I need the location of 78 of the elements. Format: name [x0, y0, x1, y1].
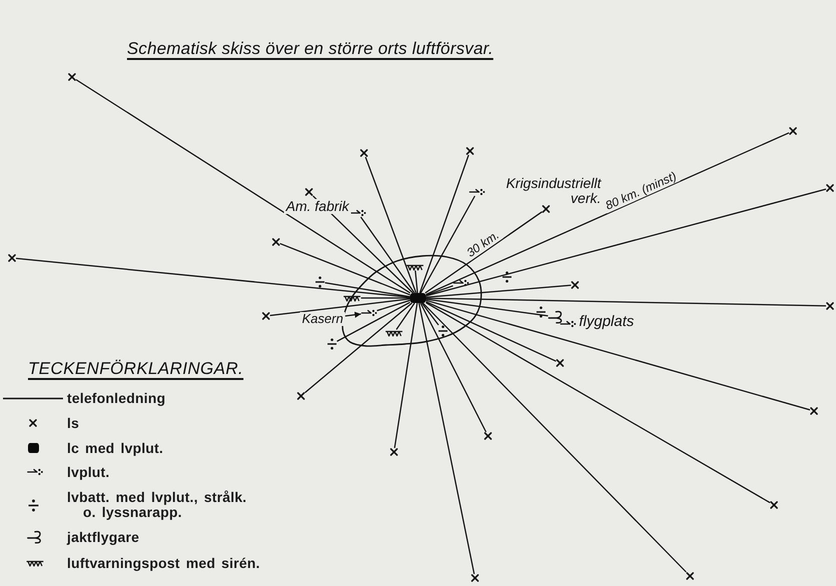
connector-line [418, 302, 475, 574]
connector-line [376, 300, 410, 312]
connector-line [426, 298, 826, 307]
connector-line [364, 156, 417, 294]
cross-icon [826, 302, 834, 310]
connector-line [414, 270, 418, 294]
connector-line [76, 79, 411, 294]
legend-text: lvbatt. med lvplut., strålk. o. lyssnarapp. [67, 490, 248, 520]
connector-line [426, 301, 556, 362]
hook-icon [548, 310, 564, 324]
place-label: Kasern [300, 312, 346, 326]
title: Schematisk skiss över en större orts luftförsvar. [127, 39, 494, 59]
dash-dots-icon [453, 279, 469, 287]
connector-line [426, 285, 454, 296]
connector-line [426, 284, 572, 298]
cross-icon [789, 127, 797, 135]
cross-icon [68, 73, 76, 81]
cross-icon [484, 432, 492, 440]
zigzag-icon [385, 330, 403, 336]
connector-line [422, 302, 687, 572]
connector-line [280, 243, 410, 296]
cross-icon [466, 147, 474, 155]
division-sign-icon [536, 306, 546, 318]
zigzag-icon [343, 294, 361, 302]
connector-line [424, 211, 542, 294]
arrow [345, 312, 362, 318]
division-sign-icon [438, 325, 448, 337]
legend-text: ls [67, 414, 80, 432]
connector-line [426, 188, 826, 296]
connector-line [420, 196, 476, 294]
cross-icon [770, 501, 778, 509]
division-sign-icon [315, 276, 325, 288]
zigzag-icon [406, 264, 424, 270]
legend-text: luftvarningspost med sirén. [67, 554, 260, 572]
dash-dots-icon [361, 309, 377, 317]
dash-dots-icon [350, 209, 366, 217]
connector-line [394, 302, 418, 448]
connector-line [16, 258, 410, 298]
cross-icon [305, 188, 313, 196]
dash-dots-icon [469, 188, 485, 196]
cross-icon [262, 312, 270, 320]
place-label: Am. fabrik [284, 199, 352, 214]
connector-line [361, 297, 410, 299]
cross-icon [556, 359, 564, 367]
cross-icon [826, 184, 834, 192]
cross-icon [542, 205, 550, 213]
connector-line [420, 302, 487, 432]
cross-icon [390, 448, 398, 456]
connector-line [396, 302, 416, 330]
division-sign-icon [502, 271, 512, 283]
legend-heading: TECKENFÖRKLARINGAR. [26, 357, 246, 381]
connector-line [426, 132, 790, 295]
connector-line [270, 298, 410, 316]
connector-line [426, 298, 548, 317]
legend-text: jaktflygare [67, 528, 140, 546]
division-sign-icon [327, 338, 337, 350]
connector-line [426, 302, 770, 504]
cross-icon [8, 254, 16, 262]
cross-icon [810, 407, 818, 415]
place-label: flygplats [577, 314, 636, 330]
cross-icon [272, 238, 280, 246]
cross-icon [686, 572, 694, 580]
cross-icon [297, 392, 305, 400]
square-icon [410, 293, 426, 303]
connector-line [336, 302, 410, 342]
legend-text: telefonledning [67, 389, 166, 407]
connector-line [304, 302, 412, 394]
connector-line [421, 302, 439, 326]
connector-line [324, 282, 410, 298]
cross-icon [360, 149, 368, 157]
dash-dots-icon [560, 320, 576, 328]
legend-text: lvplut. [67, 463, 110, 481]
connector-line [426, 300, 810, 410]
cross-icon [471, 574, 479, 582]
connector-line [419, 154, 470, 294]
legend-text: lc med lvplut. [67, 439, 164, 457]
cross-icon [571, 281, 579, 289]
connector-line [360, 216, 416, 294]
